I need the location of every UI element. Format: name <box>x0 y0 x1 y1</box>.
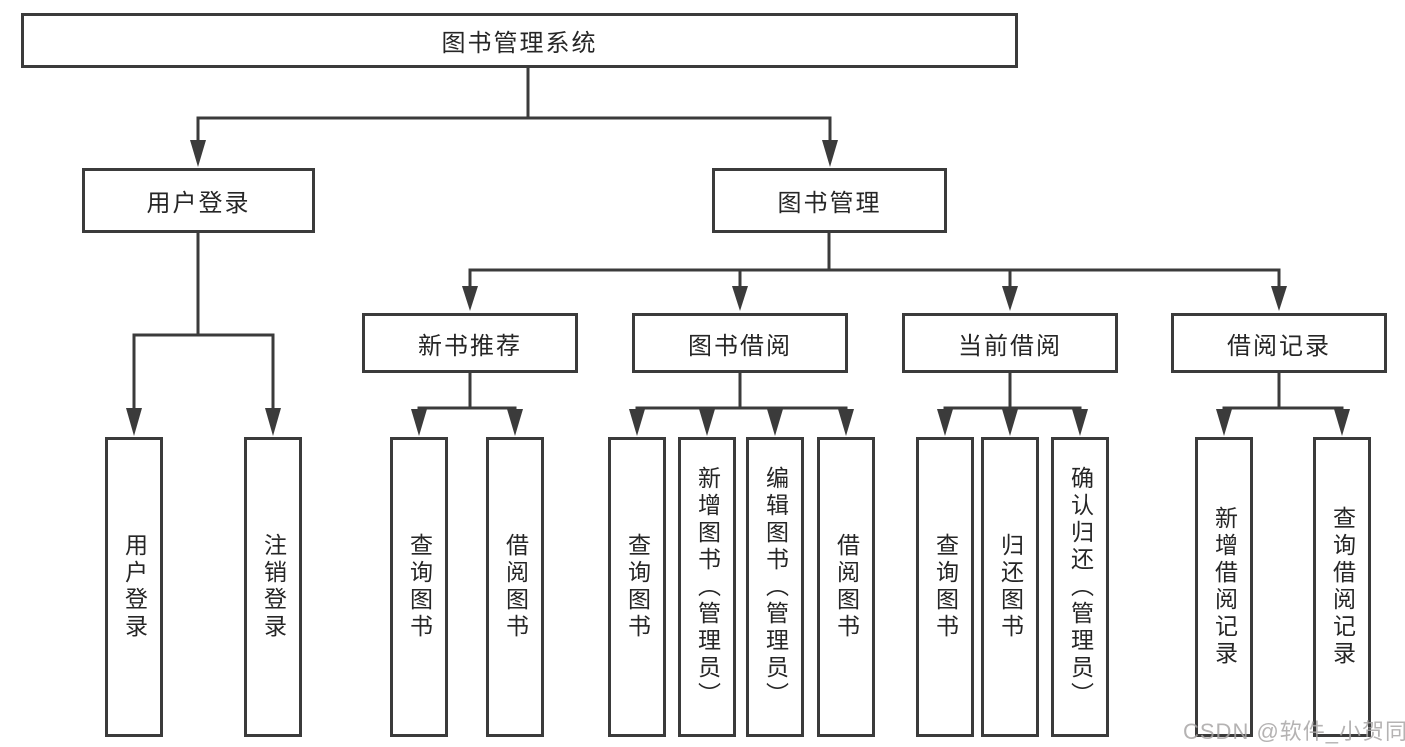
node-new-book-recommend: 新书推荐 <box>362 313 578 373</box>
leaf-user-login: 用户登录 <box>105 437 163 737</box>
leaf-label: 编辑图书（管理员） <box>762 465 789 709</box>
node-current-borrow: 当前借阅 <box>902 313 1118 373</box>
leaf-query-books-3: 查询图书 <box>916 437 974 737</box>
edge-book-mgmt <box>468 231 1281 290</box>
node-book-management: 图书管理 <box>712 168 947 233</box>
edge-new-books <box>417 371 517 414</box>
arrow-icon <box>1002 409 1018 436</box>
leaf-label: 新增图书（管理员） <box>694 465 721 709</box>
leaf-label: 查询图书 <box>406 533 433 641</box>
arrow-icon <box>507 409 523 436</box>
leaf-label: 新增借阅记录 <box>1211 506 1238 668</box>
arrow-icon <box>732 286 748 311</box>
arrow-icon <box>629 409 645 436</box>
arrow-icon <box>1072 409 1088 436</box>
leaf-label: 确认归还（管理员） <box>1067 465 1094 709</box>
leaf-borrow-books-1: 借阅图书 <box>486 437 544 737</box>
leaf-logout: 注销登录 <box>244 437 302 737</box>
arrow-icon <box>190 140 206 167</box>
edge-current <box>943 371 1082 414</box>
leaf-query-books-1: 查询图书 <box>390 437 448 737</box>
leaf-label: 用户登录 <box>121 533 148 641</box>
arrow-icon <box>1334 409 1350 436</box>
leaf-return-books: 归还图书 <box>981 437 1039 737</box>
leaf-label: 查询图书 <box>624 533 651 641</box>
arrow-icon <box>822 140 838 167</box>
leaf-edit-books-admin: 编辑图书（管理员） <box>746 437 804 737</box>
edge-records <box>1222 371 1344 414</box>
leaf-query-books-2: 查询图书 <box>608 437 666 737</box>
leaf-label: 查询借阅记录 <box>1329 506 1356 668</box>
arrow-icon <box>411 409 427 436</box>
arrowheads <box>126 140 1350 436</box>
arrow-icon <box>1002 286 1018 311</box>
leaf-borrow-books-2: 借阅图书 <box>817 437 875 737</box>
node-borrow-records: 借阅记录 <box>1171 313 1387 373</box>
arrow-icon <box>1216 409 1232 436</box>
node-book-borrow: 图书借阅 <box>632 313 848 373</box>
node-root: 图书管理系统 <box>21 13 1018 68</box>
arrow-icon <box>937 409 953 436</box>
leaf-label: 注销登录 <box>260 533 287 641</box>
leaf-label: 借阅图书 <box>833 533 860 641</box>
leaf-query-borrow-record: 查询借阅记录 <box>1313 437 1371 737</box>
node-user-login: 用户登录 <box>82 168 315 233</box>
edge-root <box>196 66 832 145</box>
arrow-icon <box>1271 286 1287 311</box>
watermark: CSDN @软件_小贺同学 <box>1183 719 1405 744</box>
arrow-icon <box>462 286 478 311</box>
leaf-confirm-return-admin: 确认归还（管理员） <box>1051 437 1109 737</box>
leaf-label: 借阅图书 <box>502 533 529 641</box>
arrow-icon <box>838 409 854 436</box>
leaf-add-books-admin: 新增图书（管理员） <box>678 437 736 737</box>
arrow-icon <box>126 408 142 436</box>
leaf-label: 归还图书 <box>997 533 1024 641</box>
leaf-add-borrow-record: 新增借阅记录 <box>1195 437 1253 737</box>
arrow-icon <box>699 409 715 436</box>
arrow-icon <box>265 408 281 436</box>
edge-borrow <box>635 371 848 414</box>
edge-user-login <box>132 231 275 412</box>
leaf-label: 查询图书 <box>932 533 959 641</box>
arrow-icon <box>767 409 783 436</box>
